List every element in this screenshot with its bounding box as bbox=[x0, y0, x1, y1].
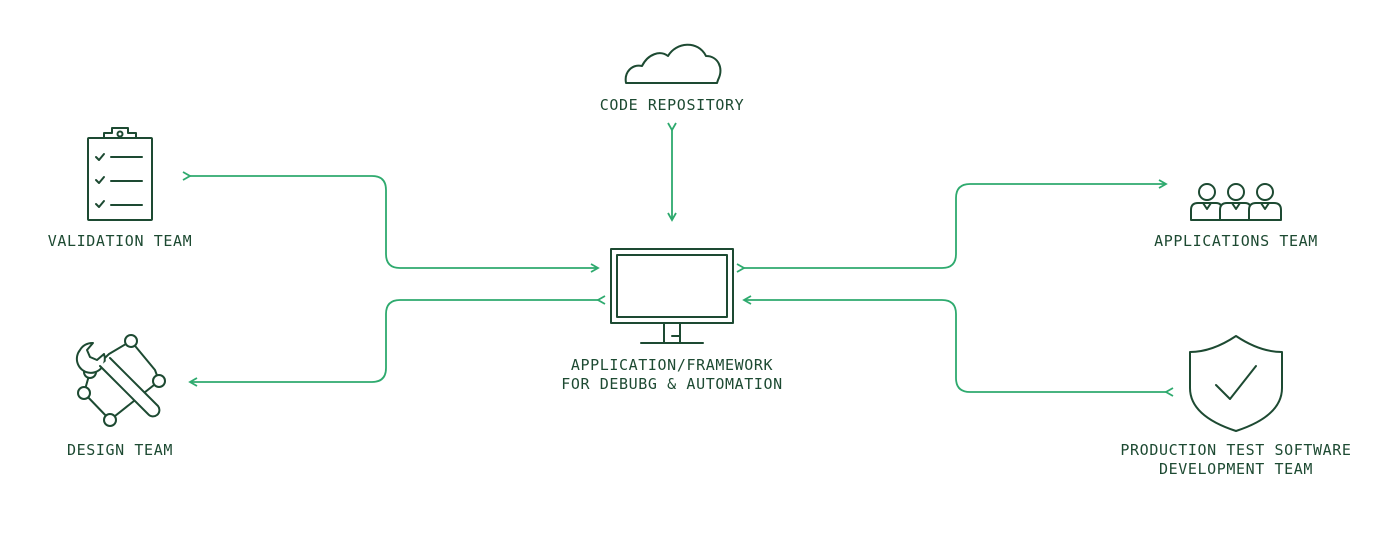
connector-design-team bbox=[188, 295, 606, 387]
monitor-icon bbox=[610, 248, 734, 344]
connector-validation-team bbox=[182, 171, 600, 273]
production-team-label-line2: DEVELOPMENT TEAM bbox=[1159, 460, 1313, 478]
connectors bbox=[182, 122, 1174, 397]
clipboard-checklist-icon bbox=[87, 127, 153, 221]
connector-applications-team bbox=[736, 179, 1168, 273]
node-production-team: PRODUCTION TEST SOFTWARE DEVELOPMENT TEA… bbox=[1120, 335, 1351, 478]
node-design-team: DESIGN TEAM bbox=[67, 334, 173, 459]
node-center: APPLICATION/FRAMEWORK FOR DEBUBG & AUTOM… bbox=[561, 248, 783, 393]
center-label-line2: FOR DEBUBG & AUTOMATION bbox=[561, 375, 783, 393]
node-applications-team: APPLICATIONS TEAM bbox=[1154, 183, 1318, 250]
design-team-label: DESIGN TEAM bbox=[67, 441, 173, 459]
center-label-line1: APPLICATION/FRAMEWORK bbox=[571, 356, 773, 374]
applications-team-label: APPLICATIONS TEAM bbox=[1154, 232, 1318, 250]
shield-check-icon bbox=[1189, 335, 1283, 432]
people-group-icon bbox=[1190, 183, 1282, 221]
wrench-network-icon bbox=[75, 334, 166, 427]
connector-production-team bbox=[742, 295, 1174, 397]
validation-team-label: VALIDATION TEAM bbox=[48, 232, 192, 250]
code-repository-label: CODE REPOSITORY bbox=[600, 96, 744, 114]
node-code-repository: CODE REPOSITORY bbox=[600, 43, 744, 114]
node-validation-team: VALIDATION TEAM bbox=[48, 127, 192, 250]
cloud-icon bbox=[624, 43, 722, 84]
production-team-label-line1: PRODUCTION TEST SOFTWARE bbox=[1120, 441, 1351, 459]
